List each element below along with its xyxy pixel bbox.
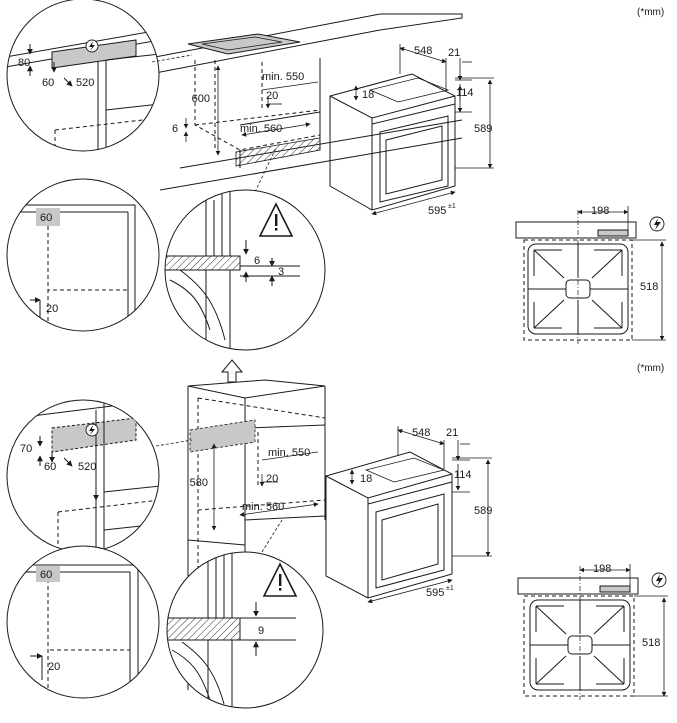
top-corner-60-label: 60: [40, 212, 52, 224]
bottom-hob-cutout: [189, 419, 256, 453]
warning-icon: [258, 202, 294, 237]
top-niche-dimensions: [183, 65, 319, 156]
bottom-front-518-label: 518: [642, 637, 660, 649]
top-cab-60-label: 60: [42, 77, 54, 89]
top-front-dimensions: [577, 206, 666, 341]
bottom-front-dimensions: [579, 564, 668, 697]
top-oven-18-label: 18: [362, 89, 374, 101]
top-niche-height-label: 600: [192, 93, 210, 105]
unit-note-top: (*mm): [637, 7, 665, 18]
bottom-corner-60-label: 60: [40, 569, 52, 581]
top-niche-6-label: 6: [172, 123, 178, 135]
top-section: 600 min. 550 20 6 min. 560: [6, 0, 666, 351]
lightning-icon: [649, 216, 665, 232]
top-detail-circle-corner: 60 20: [6, 178, 160, 332]
bottom-cab-520-label: 520: [78, 461, 96, 473]
bottom-oven-114-label: 114: [454, 469, 472, 481]
lightning-icon: [651, 572, 667, 588]
bottom-corner-20-label: 20: [48, 661, 60, 673]
top-niche-min550-label: min. 550: [262, 71, 304, 83]
top-niche-min560-label: min. 560: [240, 123, 282, 135]
top-oven-dimensions: [353, 44, 494, 216]
bottom-niche-min550-label: min. 550: [268, 447, 310, 459]
bottom-detail-9-label: 9: [258, 625, 264, 637]
top-oven-114-label: 114: [456, 87, 474, 99]
top-detail-6-label: 6: [254, 255, 260, 267]
bottom-niche-height-label: 580: [190, 477, 208, 489]
top-front-view: [515, 210, 637, 344]
bottom-oven-21-label: 21: [446, 427, 458, 439]
bottom-cab-70-label: 70: [20, 443, 32, 455]
lightning-icon: [85, 423, 99, 437]
bottom-niche-20-label: 20: [266, 473, 278, 485]
bottom-niche-dimensions: [211, 443, 319, 531]
bottom-detail-circle-corner: 60 20: [6, 545, 160, 699]
bottom-oven-tolerance: ±1: [446, 585, 454, 592]
bottom-oven-height-label: 589: [474, 505, 492, 517]
top-detail-circle-base: 6 3: [164, 147, 326, 351]
top-cab-80-label: 80: [18, 57, 30, 69]
top-oven-width-label: 595: [428, 205, 446, 217]
bottom-detail-circle-base: 9: [166, 519, 324, 709]
top-worktop: [149, 13, 463, 191]
bottom-niche-min560-label: min. 560: [242, 501, 284, 513]
bottom-front-view: [517, 566, 639, 700]
warning-icon: [262, 562, 298, 597]
top-oven-tolerance: ±1: [448, 203, 456, 210]
top-detail-circle-cabinet: 80 60 520: [6, 0, 193, 152]
up-arrow-icon: [220, 359, 244, 383]
top-corner-20-label: 20: [46, 303, 58, 315]
bottom-cab-60-label: 60: [44, 461, 56, 473]
unit-note-bottom: (*mm): [637, 363, 665, 374]
top-front-198-label: 198: [591, 205, 609, 217]
top-vent-grille: [235, 137, 321, 167]
top-oven-height-label: 589: [474, 123, 492, 135]
top-oven: [329, 73, 456, 211]
bottom-oven-width-label: 595: [426, 587, 444, 599]
top-hob-cutout: [187, 33, 301, 55]
top-niche-20-label: 20: [266, 90, 278, 102]
top-oven-21-label: 21: [448, 47, 460, 59]
bottom-oven-depth-label: 548: [412, 427, 430, 439]
bottom-section: 580 min. 550 20 min. 560: [6, 359, 668, 709]
bottom-detail-circle-cabinet: 70 60 520: [6, 399, 193, 553]
top-oven-depth-label: 548: [414, 45, 432, 57]
top-cab-520-label: 520: [76, 77, 94, 89]
top-detail-3-label: 3: [278, 266, 284, 278]
top-front-518-label: 518: [640, 281, 658, 293]
bottom-oven-dimensions: [349, 426, 492, 604]
bottom-oven: [325, 451, 453, 599]
bottom-front-198-label: 198: [593, 563, 611, 575]
lightning-icon: [85, 39, 99, 53]
bottom-oven-18-label: 18: [360, 473, 372, 485]
